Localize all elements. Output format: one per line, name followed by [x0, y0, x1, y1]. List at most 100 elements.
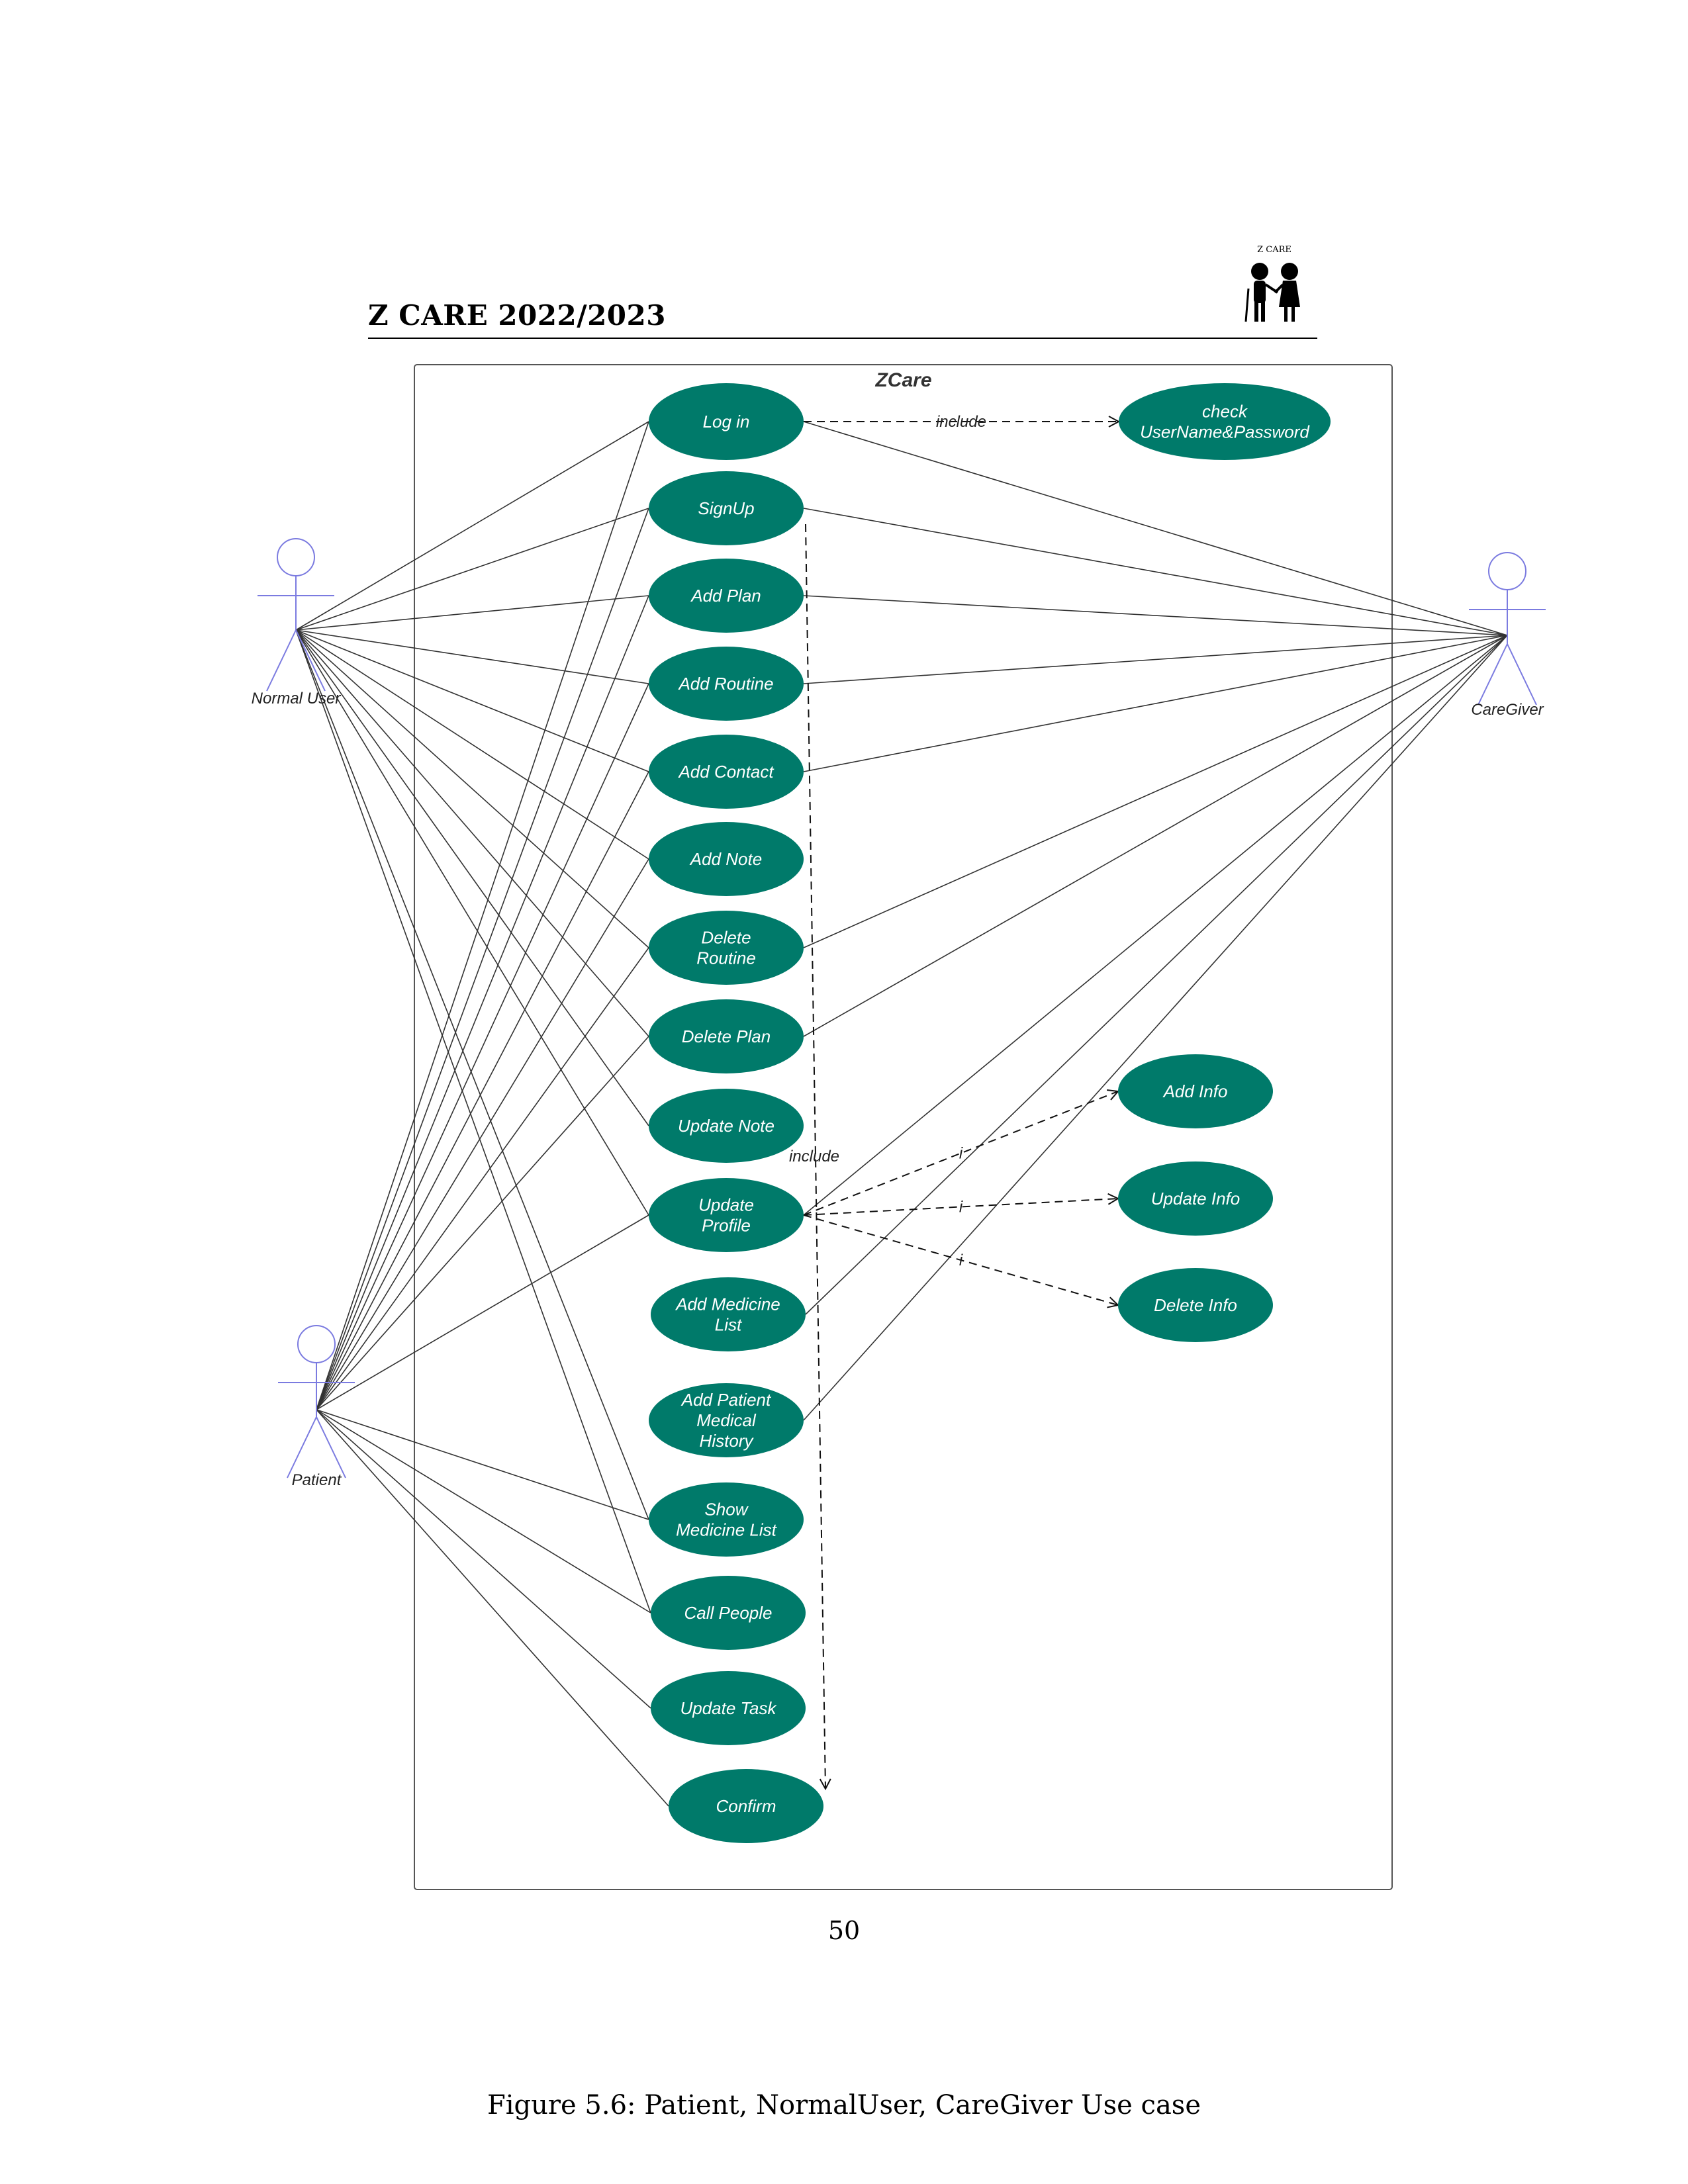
association-caregiver-addroutine	[803, 635, 1508, 684]
use-case-ellipse	[1118, 1268, 1273, 1342]
use-case-label: Log in	[703, 412, 750, 432]
use-case-updtask[interactable]: Update Task	[651, 1671, 806, 1745]
use-case-ellipse	[649, 822, 804, 896]
use-case-ellipse	[649, 999, 804, 1073]
include-label: i	[959, 1251, 963, 1269]
association-patient-confirm	[316, 1409, 669, 1807]
association-patient-addroutine	[316, 683, 649, 1410]
use-case-label: check	[1202, 402, 1248, 422]
use-case-ellipse	[1118, 1161, 1273, 1236]
use-case-ellipse	[651, 1671, 806, 1745]
header-rule	[368, 338, 1317, 339]
use-case-delplan[interactable]: Delete Plan	[649, 999, 804, 1073]
use-case-label: Call People	[684, 1603, 773, 1623]
use-case-call[interactable]: Call People	[651, 1576, 806, 1650]
association-patient-updprofile	[316, 1214, 649, 1410]
use-case-addnote[interactable]: Add Note	[649, 822, 804, 896]
association-normal-updprofile	[295, 629, 649, 1216]
use-case-ellipse	[651, 1576, 806, 1650]
figure-caption: Figure 5.6: Patient, NormalUser, CareGiv…	[487, 2090, 1201, 2120]
association-caregiver-updprofile	[803, 635, 1508, 1216]
use-case-label: SignUp	[698, 498, 754, 518]
use-case-label: Medicine List	[676, 1520, 778, 1540]
association-normal-call	[295, 629, 651, 1614]
association-caregiver-login	[803, 421, 1508, 636]
association-caregiver-addhist	[803, 635, 1508, 1421]
use-case-label: Delete Info	[1154, 1295, 1237, 1315]
use-case-ellipse	[669, 1769, 823, 1843]
association-patient-showmed	[316, 1409, 649, 1520]
include-label: include	[936, 413, 986, 431]
use-case-label: History	[700, 1431, 755, 1451]
use-case-label: Add Patient	[680, 1390, 772, 1410]
association-normal-delroutine	[295, 629, 649, 948]
use-case-confirm[interactable]: Confirm	[669, 1769, 823, 1843]
actor-leg-right	[316, 1416, 346, 1479]
use-case-signup[interactable]: SignUp	[649, 471, 804, 545]
association-normal-updnote	[295, 629, 649, 1126]
use-case-label: Update	[698, 1195, 754, 1215]
association-patient-addcontact	[316, 771, 649, 1410]
use-case-label: Add Plan	[690, 586, 761, 606]
use-case-addinfo[interactable]: Add Info	[1118, 1054, 1273, 1128]
use-case-login[interactable]: Log in	[649, 383, 804, 460]
use-case-label: Profile	[702, 1216, 751, 1236]
include-label: include	[789, 1148, 839, 1165]
association-normal-addnote	[295, 629, 649, 860]
actor-leg-right	[1507, 643, 1537, 705]
use-case-ellipse	[649, 383, 804, 460]
association-caregiver-addcontact	[803, 635, 1508, 772]
use-case-addroutine[interactable]: Add Routine	[649, 647, 804, 721]
use-case-label: UserName&Password	[1140, 422, 1310, 442]
actor-leg-left	[1477, 643, 1508, 705]
use-case-ellipse	[649, 471, 804, 545]
use-case-label: Routine	[696, 948, 756, 968]
use-case-ellipse	[651, 1277, 806, 1351]
use-case-delinfo[interactable]: Delete Info	[1118, 1268, 1273, 1342]
use-case-updinfo[interactable]: Update Info	[1118, 1161, 1273, 1236]
system-boundary	[414, 364, 1393, 1890]
use-case-ellipse	[649, 1089, 804, 1163]
use-case-addcontact[interactable]: Add Contact	[649, 735, 804, 809]
association-caregiver-signup	[803, 508, 1508, 636]
association-normal-showmed	[295, 629, 649, 1520]
system-title: ZCare	[874, 369, 931, 391]
use-case-label: Add Contact	[677, 762, 774, 782]
use-case-label: Confirm	[716, 1796, 776, 1816]
association-normal-addroutine	[295, 629, 649, 684]
include-arrow-updprofile-addinfo	[803, 1091, 1118, 1216]
page-header-title: Z CARE 2022/2023	[368, 299, 666, 332]
logo-text: Z CARE	[1257, 245, 1291, 255]
use-case-label: Update Info	[1151, 1189, 1240, 1208]
association-normal-addcontact	[295, 629, 649, 772]
association-patient-delplan	[316, 1036, 649, 1410]
association-patient-addnote	[316, 858, 649, 1410]
association-normal-addplan	[295, 595, 649, 631]
use-case-label: Medical	[696, 1410, 757, 1430]
include-label: i	[959, 1145, 963, 1163]
use-case-ellipse	[649, 1482, 804, 1557]
use-case-label: Update Note	[678, 1116, 774, 1136]
use-case-updnote[interactable]: Update Note	[649, 1089, 804, 1163]
actor-leg-left	[266, 629, 297, 692]
use-case-label: Add Medicine	[675, 1295, 780, 1314]
use-case-ellipse	[649, 559, 804, 633]
use-case-ellipse	[649, 1383, 804, 1457]
association-normal-delplan	[295, 629, 649, 1037]
use-case-label: Update Task	[680, 1698, 777, 1718]
association-caregiver-delplan	[803, 635, 1508, 1037]
use-case-addplan[interactable]: Add Plan	[649, 559, 804, 633]
use-case-label: Add Note	[689, 849, 762, 869]
association-patient-addplan	[316, 595, 649, 1410]
use-case-ellipse	[1118, 1054, 1273, 1128]
actor-leg-left	[287, 1416, 317, 1479]
